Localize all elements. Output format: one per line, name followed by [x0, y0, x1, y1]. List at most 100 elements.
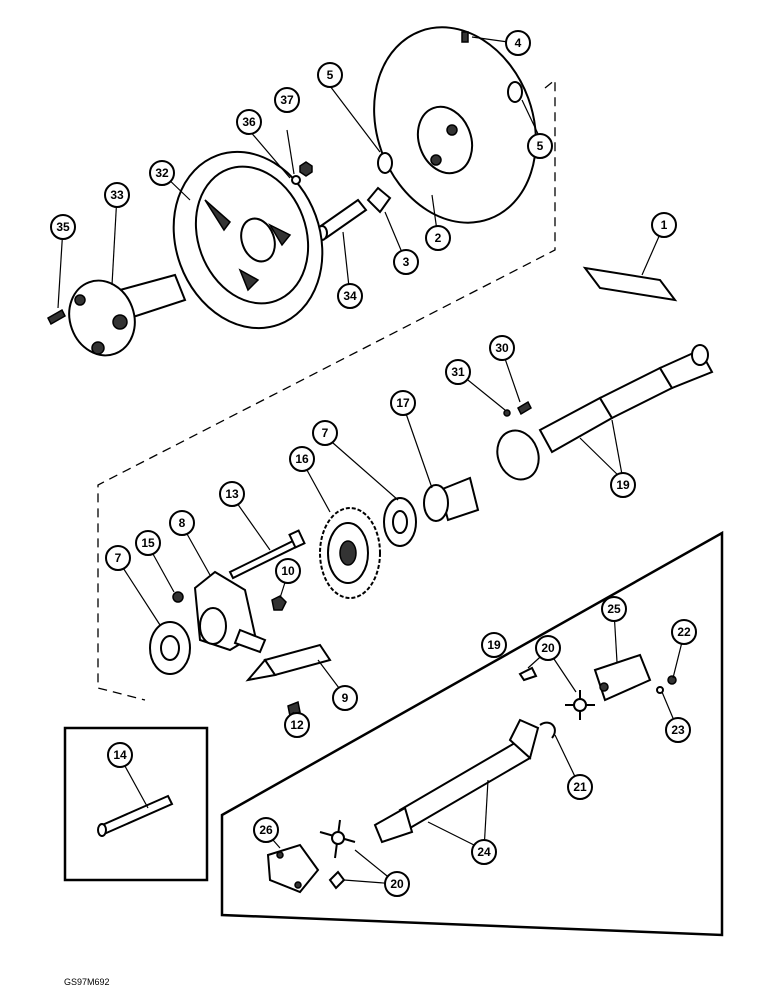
svg-text:33: 33 [110, 188, 124, 202]
svg-text:36: 36 [242, 115, 256, 129]
callout-35: 35 [50, 214, 76, 240]
callout-2: 2 [425, 225, 451, 251]
svg-text:5: 5 [327, 68, 334, 82]
part-hub [68, 273, 187, 357]
svg-text:13: 13 [225, 487, 239, 501]
svg-text:19: 19 [616, 478, 630, 492]
callout-8: 8 [169, 510, 195, 536]
part-o-ring-left [377, 152, 393, 174]
part-sprocket [319, 507, 381, 599]
svg-text:9: 9 [342, 691, 349, 705]
part-bushing [366, 186, 392, 214]
callout-34: 34 [337, 283, 363, 309]
detail-frame-driveshaft [220, 530, 724, 937]
svg-text:16: 16 [295, 452, 309, 466]
callout-9: 9 [332, 685, 358, 711]
callout-4: 4 [505, 30, 531, 56]
callout-15: 15 [135, 530, 161, 556]
part-wedge [582, 266, 678, 302]
callout-32: 32 [149, 160, 175, 186]
part-inset-shaft [97, 794, 174, 837]
callout-3: 3 [393, 249, 419, 275]
svg-text:34: 34 [343, 289, 357, 303]
callout-22: 22 [671, 619, 697, 645]
callout-30: 30 [489, 335, 515, 361]
part-grease-fitting [461, 31, 469, 43]
callout-5-right: 5 [527, 133, 553, 159]
part-yoke [593, 653, 652, 702]
callout-7-lower: 7 [105, 545, 131, 571]
part-washer [291, 175, 301, 185]
svg-text:3: 3 [403, 255, 410, 269]
svg-text:7: 7 [322, 426, 329, 440]
svg-text:14: 14 [113, 748, 127, 762]
svg-text:25: 25 [607, 602, 621, 616]
svg-text:24: 24 [477, 845, 491, 859]
part-flange [266, 843, 320, 894]
callout-7-upper: 7 [312, 420, 338, 446]
callout-21: 21 [567, 774, 593, 800]
svg-text:20: 20 [541, 641, 555, 655]
callout-20-upper: 20 [535, 635, 561, 661]
part-washer-right [656, 686, 664, 694]
svg-text:35: 35 [56, 220, 70, 234]
callout-36: 36 [236, 109, 262, 135]
part-driveshaft-upper [496, 344, 714, 481]
part-nut-right [667, 675, 677, 685]
part-bracket [193, 570, 267, 654]
part-clip [539, 721, 556, 739]
part-splined-hub [423, 476, 480, 522]
callout-33: 33 [104, 182, 130, 208]
part-set-screw [172, 591, 184, 603]
callout-12: 12 [284, 712, 310, 738]
callout-19-lower: 19 [481, 632, 507, 658]
part-long-bolt [228, 529, 306, 580]
part-snap-ring-lower [328, 870, 346, 890]
part-snap-ring-upper [518, 666, 538, 682]
part-o-ring-right [507, 81, 523, 103]
part-nut [299, 161, 313, 177]
group-outline [97, 78, 556, 701]
svg-text:1: 1 [661, 218, 668, 232]
callout-23: 23 [665, 717, 691, 743]
svg-text:5: 5 [537, 139, 544, 153]
part-cross-joint-lower [319, 819, 356, 859]
callout-1: 1 [651, 212, 677, 238]
part-disc [373, 26, 537, 224]
part-cross-joint-upper [565, 690, 595, 720]
inset-frame-part-14 [63, 726, 209, 882]
svg-text:20: 20 [390, 877, 404, 891]
part-bolt [47, 308, 66, 326]
callout-24: 24 [471, 839, 497, 865]
callout-10: 10 [275, 558, 301, 584]
callout-5-left: 5 [317, 62, 343, 88]
svg-text:12: 12 [290, 718, 304, 732]
part-small-nut [271, 595, 287, 611]
svg-text:22: 22 [677, 625, 691, 639]
svg-text:30: 30 [495, 341, 509, 355]
callout-26: 26 [253, 817, 279, 843]
svg-text:32: 32 [155, 166, 169, 180]
svg-text:26: 26 [259, 823, 273, 837]
callout-25: 25 [601, 596, 627, 622]
svg-text:2: 2 [435, 231, 442, 245]
figure-reference: GS97M692 [64, 977, 110, 987]
svg-text:31: 31 [451, 365, 465, 379]
callout-17: 17 [390, 390, 416, 416]
leader-lines [57, 36, 685, 885]
callout-31: 31 [445, 359, 471, 385]
svg-text:15: 15 [141, 536, 155, 550]
part-lock-washer [503, 409, 511, 417]
callout-37: 37 [274, 87, 300, 113]
svg-text:7: 7 [115, 551, 122, 565]
svg-text:10: 10 [281, 564, 295, 578]
svg-text:17: 17 [396, 396, 410, 410]
svg-text:4: 4 [515, 36, 522, 50]
svg-text:21: 21 [573, 780, 587, 794]
callout-14: 14 [107, 742, 133, 768]
svg-text:37: 37 [280, 93, 294, 107]
part-plate [245, 643, 332, 682]
svg-text:23: 23 [671, 723, 685, 737]
part-pin [316, 198, 368, 241]
